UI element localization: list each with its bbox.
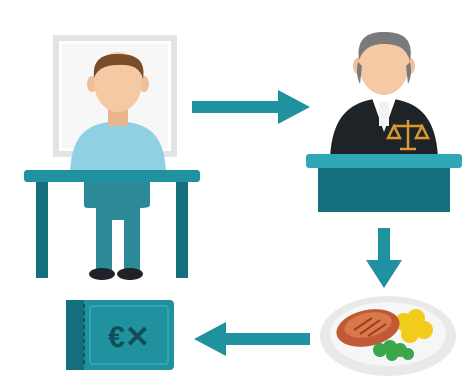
person-shoe-right: [117, 268, 143, 280]
voucher-card: [66, 300, 174, 370]
arrow-left-icon: [194, 322, 310, 356]
person-shoe-left: [89, 268, 115, 280]
person-legs: [84, 194, 150, 272]
plate-yellow-food: [395, 309, 433, 343]
arrow-right-icon: [192, 90, 310, 124]
scales-of-justice-icon: [385, 120, 431, 151]
judge-hair: [358, 32, 411, 61]
voucher-symbols: €✕: [108, 321, 150, 354]
bench-front: [318, 168, 450, 212]
judge-head: [359, 33, 409, 95]
desk-top: [24, 170, 200, 182]
judge-icon: [306, 32, 462, 212]
person-shirt: [70, 121, 166, 172]
person-head: [94, 52, 142, 112]
person-hair: [93, 54, 144, 79]
arrow-down-icon: [366, 228, 402, 288]
bench-top: [306, 154, 462, 168]
meal-plate-icon: [320, 296, 456, 376]
meal-voucher-icon: €✕: [66, 300, 174, 370]
person-at-desk-icon: [24, 35, 200, 280]
plate-greens: [373, 340, 414, 361]
